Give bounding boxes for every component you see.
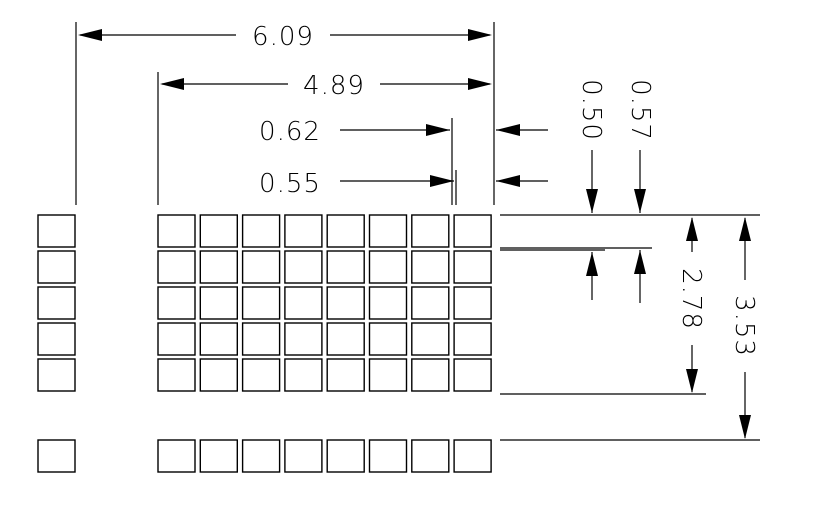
bottom-row-cell: [411, 439, 450, 473]
matrix-cell: [241, 358, 281, 392]
matrix-cell: [326, 286, 365, 320]
matrix-cell: [368, 214, 408, 248]
matrix-cell: [453, 322, 492, 356]
dimension-matrix-height: 2.78: [676, 217, 706, 393]
matrix-cell: [241, 214, 281, 248]
matrix-cell: [453, 250, 492, 284]
matrix-cell: [157, 358, 196, 392]
left-indicator-cell: [37, 322, 76, 356]
matrix-cell: [157, 214, 196, 248]
dimension-text-matrix-height: 2.78: [676, 268, 706, 330]
dimension-text-overall-width: 6.09: [252, 22, 314, 52]
left-indicator-column: [37, 214, 76, 473]
dimension-pitch-y: 0.57: [625, 79, 655, 303]
matrix-cell: [284, 322, 323, 356]
matrix-cell: [411, 322, 450, 356]
dimension-dot-height: 0.50: [576, 79, 606, 300]
dimension-overall-height: 3.53: [729, 217, 759, 439]
matrix-cell: [284, 358, 323, 392]
dimension-text-pitch-y: 0.57: [625, 79, 655, 141]
matrix-cell: [411, 214, 450, 248]
dimension-text-pitch-x: 0.62: [259, 117, 321, 147]
matrix-cell: [284, 250, 323, 284]
matrix-cell: [199, 322, 239, 356]
bottom-row-cell: [157, 439, 196, 473]
bottom-row-cell: [326, 439, 365, 473]
matrix-cell: [411, 250, 450, 284]
matrix-cell: [284, 214, 323, 248]
matrix-cell: [157, 322, 196, 356]
left-indicator-cell: [37, 286, 76, 320]
matrix-cell: [241, 322, 281, 356]
bottom-dot-row: [157, 439, 492, 473]
matrix-cell: [368, 286, 408, 320]
bottom-row-cell: [241, 439, 281, 473]
matrix-cell: [368, 358, 408, 392]
bottom-row-cell: [453, 439, 492, 473]
matrix-cell: [453, 286, 492, 320]
matrix-cell: [199, 358, 239, 392]
bottom-row-cell: [284, 439, 323, 473]
dimension-text-overall-height: 3.53: [729, 295, 759, 357]
matrix-cell: [241, 250, 281, 284]
left-indicator-cell: [37, 250, 76, 284]
left-indicator-cell: [37, 358, 76, 392]
matrix-cell: [199, 214, 239, 248]
dimension-matrix-width: 4.89: [160, 71, 492, 101]
left-indicator-cell: [37, 439, 76, 473]
dimension-dot-width: 0.55: [259, 169, 548, 199]
dimension-text-dot-width: 0.55: [259, 169, 321, 199]
matrix-cell: [157, 286, 196, 320]
matrix-cell: [411, 358, 450, 392]
matrix-cell: [453, 358, 492, 392]
matrix-cell: [411, 286, 450, 320]
matrix-cell: [199, 286, 239, 320]
matrix-cell: [368, 322, 408, 356]
matrix-cell: [284, 286, 323, 320]
matrix-cell: [326, 250, 365, 284]
matrix-cell: [453, 214, 492, 248]
matrix-cell: [326, 358, 365, 392]
matrix-cell: [157, 250, 196, 284]
dimension-text-dot-height: 0.50: [576, 79, 606, 141]
matrix-cell: [199, 250, 239, 284]
dimension-text-matrix-width: 4.89: [303, 71, 365, 101]
matrix-cell: [241, 286, 281, 320]
dimension-pitch-x: 0.62: [259, 117, 548, 147]
left-indicator-cell: [37, 214, 76, 248]
matrix-cell: [326, 322, 365, 356]
bottom-row-cell: [368, 439, 408, 473]
matrix-cell: [326, 214, 365, 248]
dimension-overall-width: 6.09: [78, 22, 492, 52]
dot-matrix-grid: [157, 214, 492, 392]
bottom-row-cell: [199, 439, 239, 473]
matrix-cell: [368, 250, 408, 284]
